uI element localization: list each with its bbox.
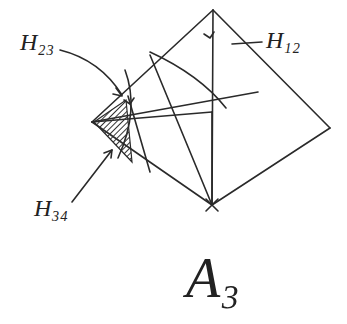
arc-line — [150, 52, 226, 108]
hyperplane-label: H₂₃ — [20, 30, 54, 54]
inner-line — [211, 112, 213, 205]
right-angle-mark — [204, 32, 214, 38]
figure-title: A₃ — [186, 250, 240, 306]
arrow-head — [113, 88, 122, 96]
edge-line — [212, 128, 330, 205]
hyperplane-label: H₁₂ — [266, 28, 300, 52]
leader-line — [232, 42, 262, 44]
inner-line — [150, 55, 212, 205]
leader-line — [72, 150, 112, 202]
arrow-head — [104, 150, 112, 158]
edge-line — [213, 10, 330, 128]
edge-line — [92, 10, 213, 122]
hatched-face — [94, 100, 132, 162]
vertex-mark — [206, 199, 218, 211]
hyperplane-label: H₃₄ — [34, 196, 68, 220]
leader-line — [60, 50, 122, 95]
edge-line — [212, 10, 213, 205]
